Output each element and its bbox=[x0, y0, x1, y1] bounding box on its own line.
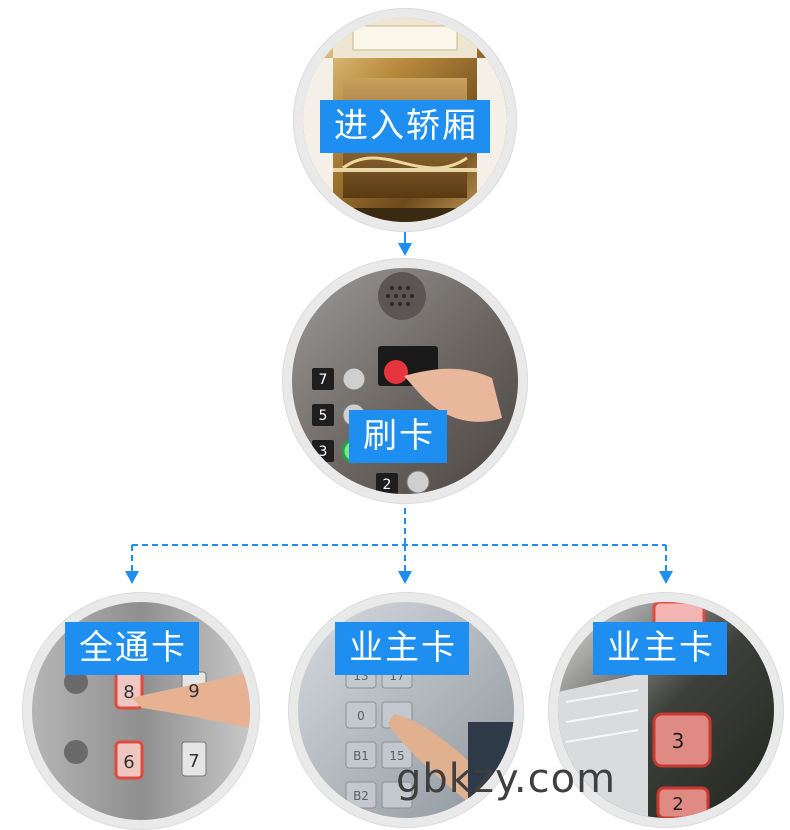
label-owner-card-center: 业主卡 bbox=[335, 622, 469, 675]
label-swipe-card: 刷卡 bbox=[349, 410, 447, 463]
label-all-access-card: 全通卡 bbox=[65, 622, 199, 675]
label-owner-card-right: 业主卡 bbox=[593, 622, 727, 675]
floor-label: 7 bbox=[319, 372, 328, 388]
button-label: 8 bbox=[123, 682, 134, 703]
panel-label: 3 bbox=[672, 729, 685, 753]
floor-label: 5 bbox=[319, 408, 328, 424]
card-reader-photo: 7 5 3 2 bbox=[292, 268, 518, 494]
arrow-down-icon bbox=[398, 571, 412, 584]
rfid-card-icon bbox=[384, 360, 408, 384]
keypad-photo-center: 13 17 0 B1 15 B2 bbox=[298, 602, 514, 818]
button-label: 6 bbox=[123, 752, 134, 773]
arrow-down-icon bbox=[398, 243, 412, 256]
step-swipe-card: 7 5 3 2 bbox=[282, 258, 528, 504]
floor-label: 3 bbox=[319, 444, 328, 460]
panel-label: B2 bbox=[353, 789, 369, 803]
arrow-down-icon bbox=[659, 571, 673, 584]
button-label: 9 bbox=[188, 681, 199, 702]
button-label: 7 bbox=[188, 751, 199, 772]
floor-label: 2 bbox=[383, 477, 392, 493]
panel-label: 15 bbox=[389, 749, 404, 763]
site-watermark: gbkzy.com bbox=[396, 756, 617, 802]
panel-label: 0 bbox=[357, 709, 365, 723]
arrow-down-icon bbox=[125, 571, 139, 584]
label-enter-cabin: 进入轿厢 bbox=[320, 100, 490, 153]
panel-label: B1 bbox=[353, 749, 369, 763]
panel-label: 2 bbox=[672, 794, 683, 815]
card-owner-center: 13 17 0 B1 15 B2 bbox=[288, 592, 524, 828]
